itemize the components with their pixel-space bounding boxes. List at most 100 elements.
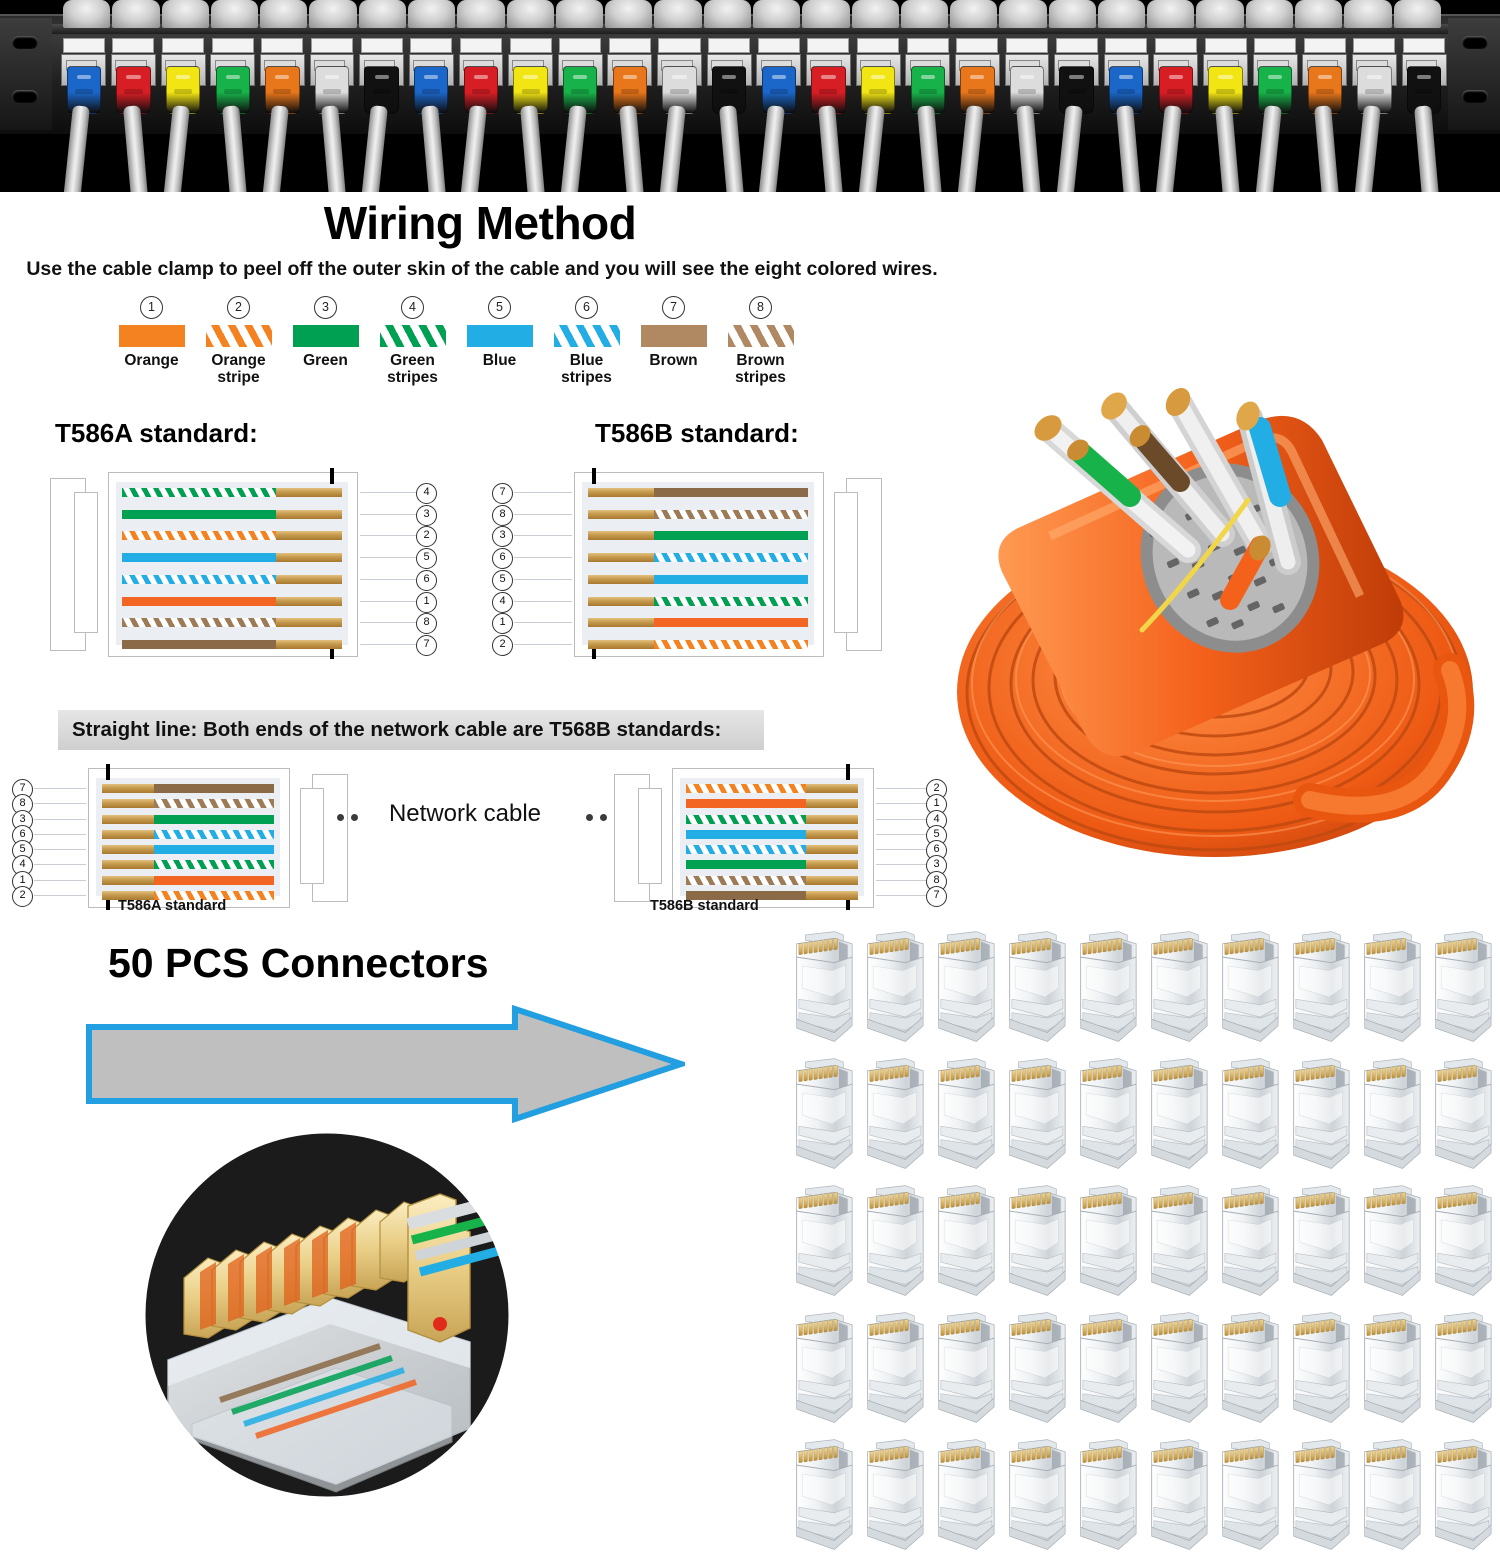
pin-lead-line <box>34 833 86 835</box>
contact-pin <box>102 845 154 855</box>
patch-cable <box>1115 105 1144 192</box>
panel-port <box>208 36 256 192</box>
panel-clip <box>752 0 801 28</box>
legend-number: 6 <box>543 296 630 319</box>
rj45-connector <box>861 928 932 1055</box>
contact-pin <box>276 509 342 519</box>
port-label <box>757 38 800 53</box>
pin-number: 7 <box>926 886 947 907</box>
panel-clip <box>851 0 899 28</box>
contact-pin <box>806 860 858 870</box>
panel-clip <box>1196 0 1244 28</box>
cable-boot-inner <box>834 492 858 633</box>
panel-clip <box>1245 0 1294 28</box>
patch-cable <box>357 105 389 192</box>
patch-cable <box>258 105 289 192</box>
wire-solid <box>154 814 274 824</box>
wire-solid <box>686 829 806 839</box>
rj45-connector <box>1358 928 1429 1055</box>
panel-clip <box>1147 0 1195 28</box>
pin-lead-line <box>876 895 926 896</box>
panel-clip <box>654 0 702 28</box>
wire-striped <box>122 531 276 541</box>
contact-pin <box>588 509 654 519</box>
t586b-heading: T586B standard: <box>595 418 799 448</box>
rj45-connector <box>1074 1436 1145 1563</box>
pin-lead-line <box>876 818 926 820</box>
connector-grid <box>790 928 1500 1550</box>
panel-port <box>1052 36 1100 192</box>
plug-core <box>582 482 814 645</box>
panel-port <box>1300 36 1348 192</box>
panel-clip <box>999 0 1047 28</box>
port-label <box>956 38 999 53</box>
legend-number: 4 <box>369 296 456 319</box>
rj45-connector <box>1358 1436 1429 1563</box>
wire-solid <box>686 860 806 870</box>
color-swatch <box>118 325 185 347</box>
rack-ear-left <box>0 18 52 130</box>
stripe-swatch <box>379 325 446 347</box>
panel-port <box>605 36 653 192</box>
legend-swatch <box>466 325 533 347</box>
wire-solid <box>154 875 274 885</box>
pcs-connectors-title: 50 PCS Connectors <box>108 940 489 986</box>
wire-striped <box>686 814 806 824</box>
rj45-connector <box>1145 1309 1216 1436</box>
legend-number: 3 <box>282 296 369 319</box>
port-label <box>62 38 105 53</box>
wire-solid <box>654 618 808 628</box>
panel-clip <box>1048 0 1096 28</box>
cable-boot-inner <box>300 788 324 884</box>
panel-port-row <box>58 36 1448 192</box>
wire-striped <box>122 618 276 628</box>
rj45-connector <box>1287 928 1358 1055</box>
rj45-connector <box>1074 1055 1145 1182</box>
connector-closeup-inset <box>140 1128 515 1503</box>
rj45-connector <box>1003 1309 1074 1436</box>
gold-contacts <box>183 1193 471 1343</box>
port-label <box>1254 38 1297 53</box>
wire-solid <box>686 891 806 900</box>
patch-cable <box>1413 105 1442 192</box>
port-label <box>658 38 701 53</box>
stripe-swatch <box>553 325 620 347</box>
latch-bar <box>592 643 596 659</box>
panel-clip <box>555 0 604 28</box>
panel-clip <box>309 0 357 28</box>
pin-number: 1 <box>492 613 513 635</box>
panel-port <box>258 36 306 192</box>
pin-lead-line <box>876 879 926 881</box>
port-label <box>559 38 602 53</box>
color-swatch <box>466 325 533 347</box>
pin-lead-line <box>514 557 572 559</box>
right-arrow-graphic <box>85 1004 691 1124</box>
rj45-connector <box>1003 1436 1074 1563</box>
contact-pin <box>276 531 342 541</box>
patch-cable <box>122 105 152 192</box>
wire-solid <box>122 640 276 649</box>
patch-cable <box>159 105 190 192</box>
pin-number: 6 <box>416 569 437 591</box>
panel-clip <box>407 0 456 28</box>
legend-swatch <box>292 325 359 347</box>
pin-lead-line <box>876 849 926 851</box>
contact-pin <box>806 814 858 824</box>
port-label <box>1303 38 1346 53</box>
rj45-connector <box>1358 1055 1429 1182</box>
panel-clip-row <box>62 0 1442 30</box>
network-cable-dots-right <box>586 814 607 821</box>
contact-pin <box>588 531 654 541</box>
wire-solid <box>654 488 808 497</box>
patch-cable <box>1314 105 1343 192</box>
rj45-connector <box>1074 1309 1145 1436</box>
wire-solid <box>154 784 274 793</box>
legend-label: Green <box>303 352 348 369</box>
panel-port <box>1350 36 1398 192</box>
legend-number: 1 <box>108 296 195 319</box>
